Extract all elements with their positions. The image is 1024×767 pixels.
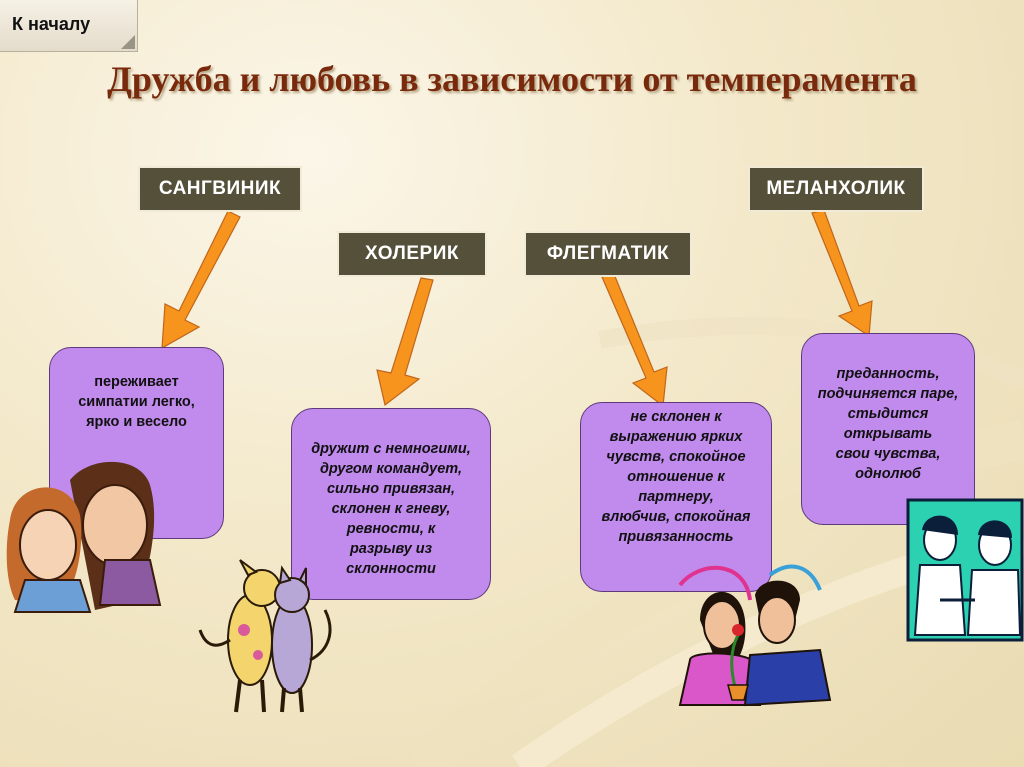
page-title: Дружба и любовь в зависимости от темпера… — [107, 59, 917, 99]
card-line: склонности — [346, 561, 436, 577]
card-line: влюбчив, спокойная — [601, 509, 751, 525]
arrow-phlegmatic — [601, 273, 668, 408]
card-choleric: дружит с немногими, другом командует, си… — [291, 408, 491, 600]
dog-cat-clipart — [198, 559, 332, 713]
card-line: симпатии легко, — [78, 394, 195, 410]
card-line: чувств, спокойное — [606, 449, 746, 465]
label-melancholic: МЕЛАНХОЛИК — [748, 166, 924, 212]
shy-couple-clipart — [906, 498, 1024, 642]
card-line: ярко и весело — [86, 414, 187, 430]
card-melancholic: преданность, подчиняется паре, стыдится … — [801, 333, 975, 525]
card-line: партнеру, — [638, 489, 714, 505]
card-line: однолюб — [855, 466, 921, 482]
card-line: преданность, — [836, 366, 940, 382]
label-choleric: ХОЛЕРИК — [337, 231, 487, 277]
card-line: сильно привязан, — [326, 481, 456, 497]
card-line: разрыву из — [349, 541, 433, 557]
couple-flower-clipart — [678, 564, 832, 707]
label-sangvinik: САНГВИНИК — [138, 166, 302, 212]
card-line: отношение к — [627, 469, 725, 485]
home-button-label: К началу — [12, 14, 91, 34]
arrow-melancholic — [811, 209, 873, 338]
card-line: привязанность — [618, 529, 734, 545]
card-phlegmatic: не склонен к выражению ярких чувств, спо… — [580, 402, 772, 592]
card-line: стыдится — [847, 406, 929, 422]
card-line: склонен к гневу, — [331, 501, 451, 517]
card-line: открывать — [843, 426, 933, 442]
card-line: переживает — [94, 374, 179, 390]
card-line: ревности, к — [346, 521, 436, 537]
arrow-choleric — [376, 277, 434, 407]
arrow-sangvinik — [161, 210, 241, 350]
card-line: не склонен к — [630, 409, 722, 425]
card-line: подчиняется паре, — [817, 386, 959, 402]
card-line: другом командует, — [319, 461, 463, 477]
card-line: дружит с немногими, — [311, 441, 471, 457]
label-phlegmatic: ФЛЕГМАТИК — [524, 231, 692, 277]
couple-clipart — [6, 461, 162, 613]
card-line: выражению ярких — [609, 429, 743, 445]
card-line: свои чувства, — [835, 446, 941, 462]
home-button[interactable]: К началу — [0, 0, 138, 52]
